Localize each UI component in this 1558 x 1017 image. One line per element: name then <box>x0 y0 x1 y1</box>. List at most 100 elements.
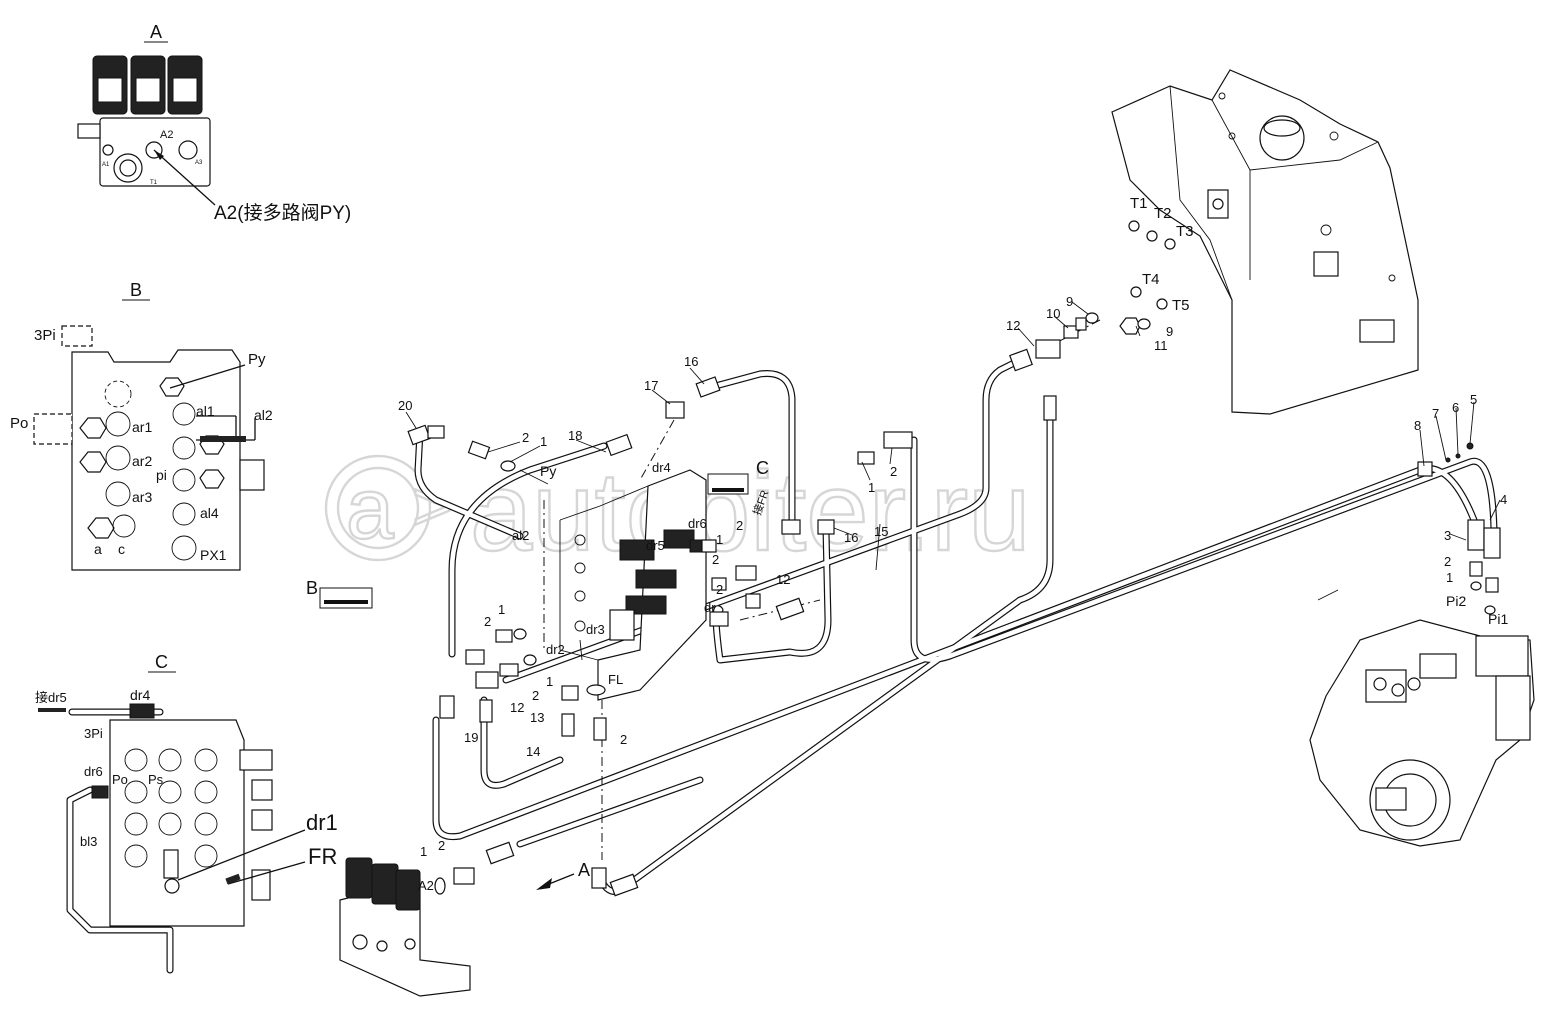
label-dr6: dr6 <box>84 764 103 779</box>
part-number-1: 1 <box>716 532 723 547</box>
label-al4: al4 <box>200 505 219 521</box>
view-b: B 3P <box>10 280 273 571</box>
bottom-solenoid-valve <box>339 857 471 997</box>
label-fl-main: FL <box>608 672 623 687</box>
label-dr4-main: dr4 <box>652 460 671 475</box>
part-number-14: 14 <box>526 744 540 759</box>
part-number-2: 2 <box>890 464 897 479</box>
part-numbers: 20 2 1 18 17 16 2 1 2 2 12 16 15 1 2 2 1… <box>398 294 1507 859</box>
view-b-title: B <box>130 280 142 300</box>
label-dr1: dr1 <box>306 810 338 835</box>
label-a2-main: A2 <box>418 878 434 893</box>
part-number-20: 20 <box>398 398 412 413</box>
part-number-2: 2 <box>1444 554 1451 569</box>
central-multiway-valve <box>559 469 749 701</box>
label-dr6-main: dr6 <box>688 516 707 531</box>
multiway-valve-body <box>71 349 241 571</box>
part-number-2: 2 <box>532 688 539 703</box>
part-number-2: 2 <box>438 838 445 853</box>
part-number-6: 6 <box>1452 400 1459 415</box>
label-ar1: ar1 <box>132 419 152 435</box>
label-c: c <box>118 541 125 557</box>
leader-lines <box>405 301 1501 661</box>
label-pi1: Pi1 <box>1488 611 1508 627</box>
part-number-2: 2 <box>484 614 491 629</box>
label-px1: PX1 <box>200 547 227 563</box>
view-a: A A2 A1 T1 A3 A2(接多路阀PY) <box>77 22 351 224</box>
part-number-1: 1 <box>420 844 427 859</box>
label-3pi-c: 3Pi <box>84 726 103 741</box>
view-c-title: C <box>155 652 168 672</box>
label-bl3: bl3 <box>80 834 97 849</box>
watermark-at-icon: a <box>346 461 394 557</box>
hoses <box>414 319 1498 895</box>
label-al2-main: al2 <box>512 528 529 543</box>
watermark-text: autopiter.ru <box>470 449 1030 574</box>
part-number-8: 8 <box>1414 418 1421 433</box>
port-label-t1: T1 <box>150 180 158 186</box>
part-number-7: 7 <box>1432 406 1439 421</box>
part-number-11: 11 <box>1154 338 1168 353</box>
label-3pi: 3Pi <box>34 327 56 344</box>
valve-fitting <box>77 123 101 139</box>
label-dr5-main: dr5 <box>646 538 665 553</box>
part-number-12: 12 <box>1006 318 1020 333</box>
label-py: Py <box>248 351 266 368</box>
label-dr2-main: dr2 <box>546 642 565 657</box>
fittings <box>407 312 1501 897</box>
part-number-2: 2 <box>522 430 529 445</box>
label-jie-dr5: 接dr5 <box>35 690 67 705</box>
part-number-3: 3 <box>1444 528 1451 543</box>
callout-leader <box>153 149 216 206</box>
hydraulic-pump: Pi2 Pi1 <box>1309 593 1535 847</box>
part-number-16: 16 <box>684 354 698 369</box>
part-number-18: 18 <box>568 428 582 443</box>
part-number-19: 19 <box>464 730 478 745</box>
hydraulic-tank: T1 T2 T3 T4 T5 <box>1111 69 1419 415</box>
label-t1: T1 <box>1130 195 1148 212</box>
part-number-10: 10 <box>1046 306 1060 321</box>
label-ar3: ar3 <box>132 489 152 505</box>
part-number-2: 2 <box>712 552 719 567</box>
part-number-1: 1 <box>498 602 505 617</box>
label-al1: al1 <box>196 403 215 419</box>
part-number-1: 1 <box>540 434 547 449</box>
label-pi: pi <box>156 467 167 483</box>
label-pi2: Pi2 <box>1446 593 1466 609</box>
label-po-c: Po <box>112 772 128 787</box>
label-dr4: dr4 <box>130 687 150 703</box>
part-number-1: 1 <box>868 480 875 495</box>
label-py-main: Py <box>540 463 556 479</box>
part-number-1: 1 <box>546 674 553 689</box>
port-label-a1: A1 <box>102 162 110 168</box>
label-b-main: B <box>306 578 318 598</box>
part-number-2: 2 <box>620 732 627 747</box>
part-number-9: 9 <box>1066 294 1073 309</box>
part-number-17: 17 <box>644 378 658 393</box>
part-number-1: 1 <box>1446 570 1453 585</box>
label-dr-main: dr <box>704 600 716 615</box>
part-number-4: 4 <box>1500 492 1507 507</box>
label-a-main: A <box>578 860 590 880</box>
label-ps: Ps <box>148 772 164 787</box>
label-a: a <box>94 541 102 557</box>
label-t4: T4 <box>1142 271 1160 288</box>
view-a-title: A <box>150 22 162 42</box>
part-number-2: 2 <box>716 582 723 597</box>
multiway-valve-side <box>109 719 245 927</box>
label-t2: T2 <box>1154 205 1172 222</box>
part-number-15: 15 <box>874 524 888 539</box>
part-number-9: 9 <box>1166 324 1173 339</box>
label-c-main: C <box>756 458 769 478</box>
label-plate-b <box>319 587 373 609</box>
a2-callout-text: A2(接多路阀PY) <box>214 202 351 224</box>
label-fr: FR <box>308 844 337 869</box>
watermark: a > autopiter.ru <box>324 448 1032 575</box>
part-number-5: 5 <box>1470 392 1477 407</box>
port-label-a2-small: A2 <box>160 129 173 141</box>
label-po: Po <box>10 415 28 432</box>
label-t3: T3 <box>1176 223 1194 240</box>
part-number-12: 12 <box>776 572 790 587</box>
part-number-12: 12 <box>510 700 524 715</box>
